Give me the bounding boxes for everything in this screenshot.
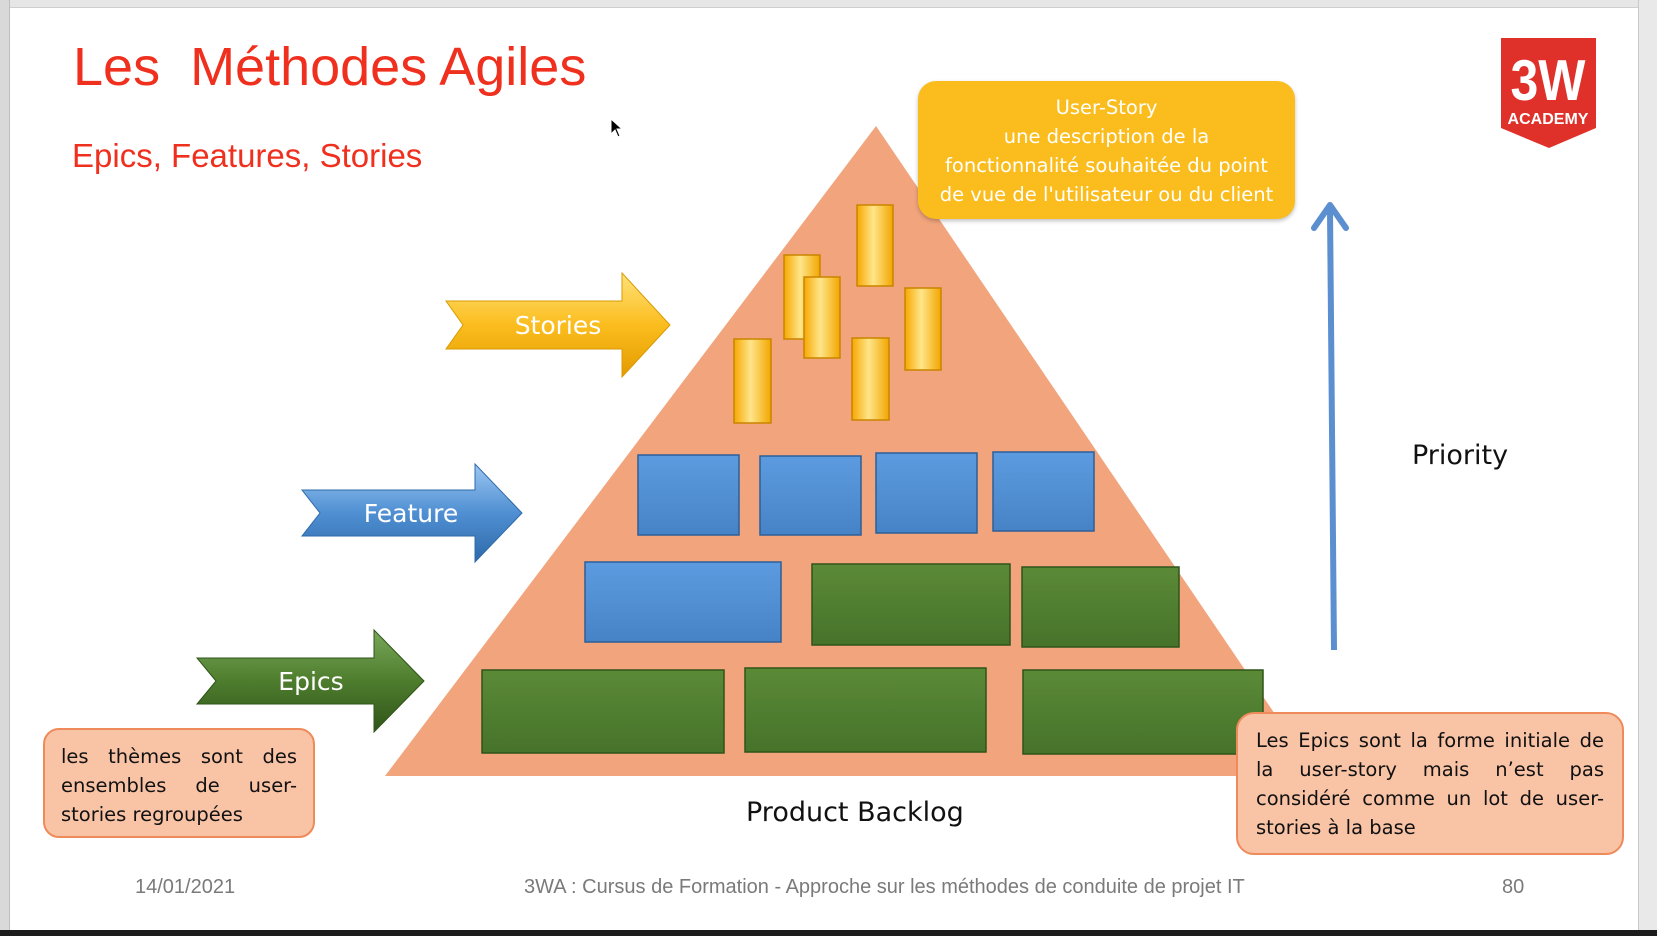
epic-feature-row — [584, 561, 1180, 648]
epic-item — [811, 563, 1011, 646]
epics-arrow: Epics — [195, 628, 425, 734]
story-item — [856, 204, 894, 287]
story-item — [851, 337, 890, 421]
user-story-callout-line: User-Story — [1055, 96, 1158, 119]
story-items — [733, 204, 942, 424]
user-story-callout: User-Story une description de la fonctio… — [918, 81, 1295, 219]
feature-item — [759, 455, 862, 536]
feature-arrow-label: Feature — [364, 499, 458, 528]
stories-arrow: Stories — [445, 271, 671, 379]
feature-item — [637, 454, 740, 536]
svg-text:ACADEMY: ACADEMY — [1508, 111, 1589, 128]
slide-title: Les Méthodes Agiles — [73, 37, 587, 97]
stories-arrow-label: Stories — [515, 311, 602, 340]
user-story-callout-line: une description de la — [1003, 125, 1210, 148]
epic-items — [481, 667, 1264, 755]
3w-academy-logo: 3W ACADEMY — [1497, 36, 1600, 159]
epic-item — [1022, 669, 1264, 755]
user-story-callout-line: de vue de l'utilisateur ou du client — [939, 183, 1274, 206]
slide-subtitle: Epics, Features, Stories — [72, 137, 423, 174]
mouse-cursor-icon — [610, 118, 624, 138]
epic-item — [744, 667, 987, 753]
feature-item — [584, 561, 782, 643]
window-left-border — [0, 0, 10, 936]
epic-item — [1021, 566, 1180, 648]
window-top-border — [0, 0, 1657, 8]
taskbar-edge — [0, 930, 1657, 936]
feature-item — [875, 452, 978, 534]
product-backlog-label: Product Backlog — [746, 797, 964, 828]
story-item — [733, 338, 772, 424]
footer-date: 14/01/2021 — [135, 876, 236, 898]
epics-arrow-label: Epics — [278, 667, 343, 696]
footer-course: 3WA : Cursus de Formation - Approche sur… — [524, 876, 1245, 898]
user-story-callout-line: fonctionnalité souhaitée du point — [945, 154, 1268, 177]
feature-items — [637, 451, 1095, 536]
feature-arrow: Feature — [300, 462, 523, 564]
story-item — [904, 287, 942, 371]
scrollbar[interactable] — [1638, 0, 1657, 936]
priority-label: Priority — [1412, 440, 1509, 471]
epic-item — [481, 669, 725, 754]
feature-item — [992, 451, 1095, 532]
story-item — [803, 276, 841, 359]
svg-text:3W: 3W — [1511, 49, 1586, 113]
epics-note-callout: Les Epics sont la forme initiale de la u… — [1236, 712, 1624, 855]
themes-callout: les thèmes sont des ensembles de user-st… — [43, 728, 315, 838]
footer-page-number: 80 — [1502, 876, 1525, 898]
priority-arrow — [1311, 202, 1349, 651]
